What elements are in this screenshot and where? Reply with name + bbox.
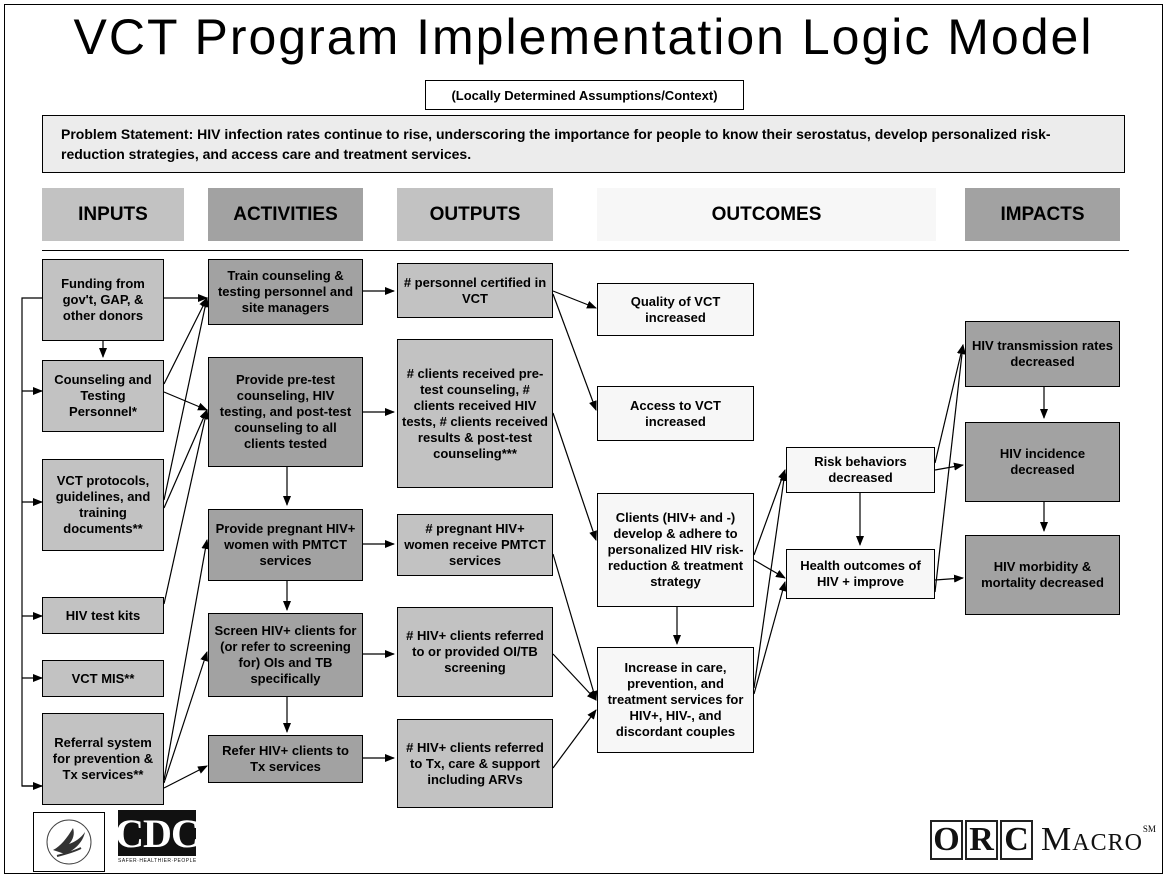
header-impacts: IMPACTS — [965, 188, 1120, 241]
orc-letter-o: O — [930, 820, 963, 860]
orc-letter-r: R — [965, 820, 998, 860]
assumptions-box: (Locally Determined Assumptions/Context) — [425, 80, 744, 110]
output-oi-tb-screening: # HIV+ clients referred to or provided O… — [397, 607, 553, 697]
output-pmtct-services: # pregnant HIV+ women receive PMTCT serv… — [397, 514, 553, 576]
activity-refer-tx: Refer HIV+ clients to Tx services — [208, 735, 363, 783]
orc-macro-logo: O R C Macro SM — [930, 820, 1156, 860]
outcome-access-vct: Access to VCT increased — [597, 386, 754, 441]
cdc-tagline: SAFER·HEALTHIER·PEOPLE — [118, 858, 197, 864]
output-personnel-certified: # personnel certified in VCT — [397, 263, 553, 318]
input-hiv-test-kits: HIV test kits — [42, 597, 164, 634]
input-referral-system: Referral system for prevention & Tx serv… — [42, 713, 164, 805]
input-vct-mis: VCT MIS** — [42, 660, 164, 697]
header-divider — [42, 250, 1129, 251]
slide-frame — [4, 4, 1163, 874]
header-outcomes: OUTCOMES — [597, 188, 936, 241]
outcome-clients-strategy: Clients (HIV+ and -) develop & adhere to… — [597, 493, 754, 607]
header-activities: ACTIVITIES — [208, 188, 363, 241]
output-referred-tx: # HIV+ clients referred to Tx, care & su… — [397, 719, 553, 808]
service-mark: SM — [1142, 824, 1156, 834]
header-inputs: INPUTS — [42, 188, 184, 241]
problem-text: HIV infection rates continue to rise, un… — [61, 126, 1051, 162]
activity-provide-testing: Provide pre-test counseling, HIV testing… — [208, 357, 363, 467]
impact-incidence: HIV incidence decreased — [965, 422, 1120, 502]
page-title: VCT Program Implementation Logic Model — [73, 9, 1094, 65]
outcome-health-outcomes: Health outcomes of HIV + improve — [786, 549, 935, 599]
orc-letter-c: C — [1000, 820, 1033, 860]
macro-wordmark: Macro — [1041, 821, 1143, 858]
hhs-logo — [33, 812, 105, 872]
hhs-eagle-icon — [46, 819, 92, 865]
outcome-risk-behaviors: Risk behaviors decreased — [786, 447, 935, 493]
input-vct-protocols: VCT protocols, guidelines, and training … — [42, 459, 164, 551]
activity-train-personnel: Train counseling & testing personnel and… — [208, 259, 363, 325]
header-outputs: OUTPUTS — [397, 188, 553, 241]
problem-statement: Problem Statement: HIV infection rates c… — [42, 115, 1125, 173]
impact-morbidity: HIV morbidity & mortality decreased — [965, 535, 1120, 615]
input-funding: Funding from gov't, GAP, & other donors — [42, 259, 164, 341]
input-counseling-personnel: Counseling and Testing Personnel* — [42, 360, 164, 432]
activity-screen-ois-tb: Screen HIV+ clients for (or refer to scr… — [208, 613, 363, 697]
outcome-quality-vct: Quality of VCT increased — [597, 283, 754, 336]
impact-transmission: HIV transmission rates decreased — [965, 321, 1120, 387]
problem-label: Problem Statement: — [61, 126, 194, 142]
cdc-logo: CDC — [115, 810, 200, 856]
outcome-increase-care: Increase in care, prevention, and treatm… — [597, 647, 754, 753]
activity-pmtct: Provide pregnant HIV+ women with PMTCT s… — [208, 509, 363, 581]
output-clients-received: # clients received pre-test counseling, … — [397, 339, 553, 488]
